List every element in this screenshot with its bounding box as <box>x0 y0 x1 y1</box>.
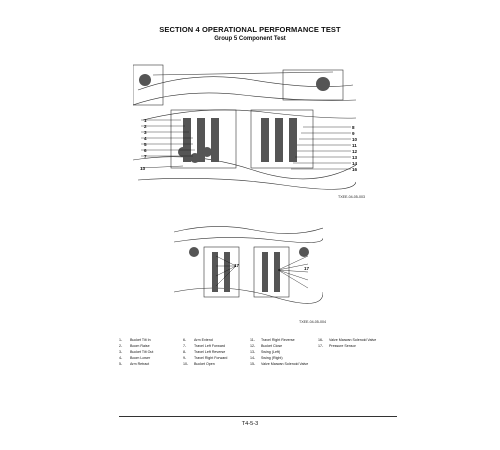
callout-8: 8 <box>352 125 355 130</box>
callout-4: 4 <box>144 136 147 141</box>
legend-item: 1-Bucket Tilt In <box>119 338 151 342</box>
legend-item: 16-Valve Marwan Solenoid Valve <box>318 338 377 342</box>
footer-divider <box>119 416 397 417</box>
callout-17-right: 17 <box>304 266 310 271</box>
legend-item: 7-Travel Left Forward <box>183 343 226 348</box>
figure2-id: TXEE-04-05-004 <box>299 320 326 324</box>
page-number: T4-5-3 <box>241 421 259 427</box>
legend-item: 13-Swing (Left) <box>250 349 281 354</box>
legend-column-3: 11-Travel Right Reverse 12-Bucket Close … <box>250 338 308 368</box>
legend-item: 4-Boom Lower <box>119 355 151 360</box>
callout-10: 10 <box>352 137 358 142</box>
callout-9: 9 <box>352 131 355 136</box>
legend-column-2: 6-Arm Extend 7-Travel Left Forward 8-Tra… <box>183 338 227 368</box>
pressure-sensor-figure <box>174 222 323 310</box>
legend-item: 3-Bucket Tilt Out <box>119 349 154 354</box>
legend-item: 10-Bucket Open <box>183 361 215 366</box>
figure1-id: TXEE-04-05-003 <box>338 195 365 199</box>
callout-6: 6 <box>144 148 147 153</box>
group-title: Group 5 Component Test <box>214 36 286 42</box>
callout-12: 12 <box>352 149 358 154</box>
callout-7: 7 <box>144 154 147 159</box>
legend-item: 17-Pressure Sensor <box>318 343 356 348</box>
callout-14: 14 <box>352 161 358 166</box>
callout-2: 2 <box>144 124 147 129</box>
callout-13-left: 13 <box>140 166 146 171</box>
legend-column-4: 16-Valve Marwan Solenoid Valve 17-Pressu… <box>318 338 376 350</box>
valve-block-figure <box>133 60 356 194</box>
callout-3: 3 <box>144 130 147 135</box>
callout-11: 11 <box>352 143 357 148</box>
callout-13-right: 13 <box>352 155 358 160</box>
callout-5: 5 <box>144 142 147 147</box>
pressure-sensor-illustration <box>174 226 323 304</box>
callout-17-left: 17 <box>234 263 240 268</box>
callout-1: 1 <box>144 118 147 123</box>
legend-item: 2-Boom Raise <box>119 343 150 348</box>
legend-item: 8-Travel Left Reverse <box>183 349 226 354</box>
legend-item: 9-Travel Right Forward <box>183 355 228 360</box>
legend-column-1: 1-Bucket Tilt In 2-Boom Raise 3-Bucket T… <box>119 338 153 368</box>
legend-item: 5-Arm Retract <box>119 361 150 366</box>
section-title: SECTION 4 OPERATIONAL PERFORMANCE TEST <box>159 25 341 34</box>
valve-block-illustration <box>133 64 356 190</box>
legend-item: 12-Bucket Close <box>250 343 283 348</box>
legend-item: 11-Travel Right Reverse <box>250 338 295 342</box>
legend-item: 6-Arm Extend <box>183 338 213 342</box>
callout-16: 16 <box>352 167 358 172</box>
legend-item: 14-Swing (Right) <box>250 355 283 360</box>
legend-item: 15-Valve Marwan Solenoid Valve <box>250 361 309 366</box>
